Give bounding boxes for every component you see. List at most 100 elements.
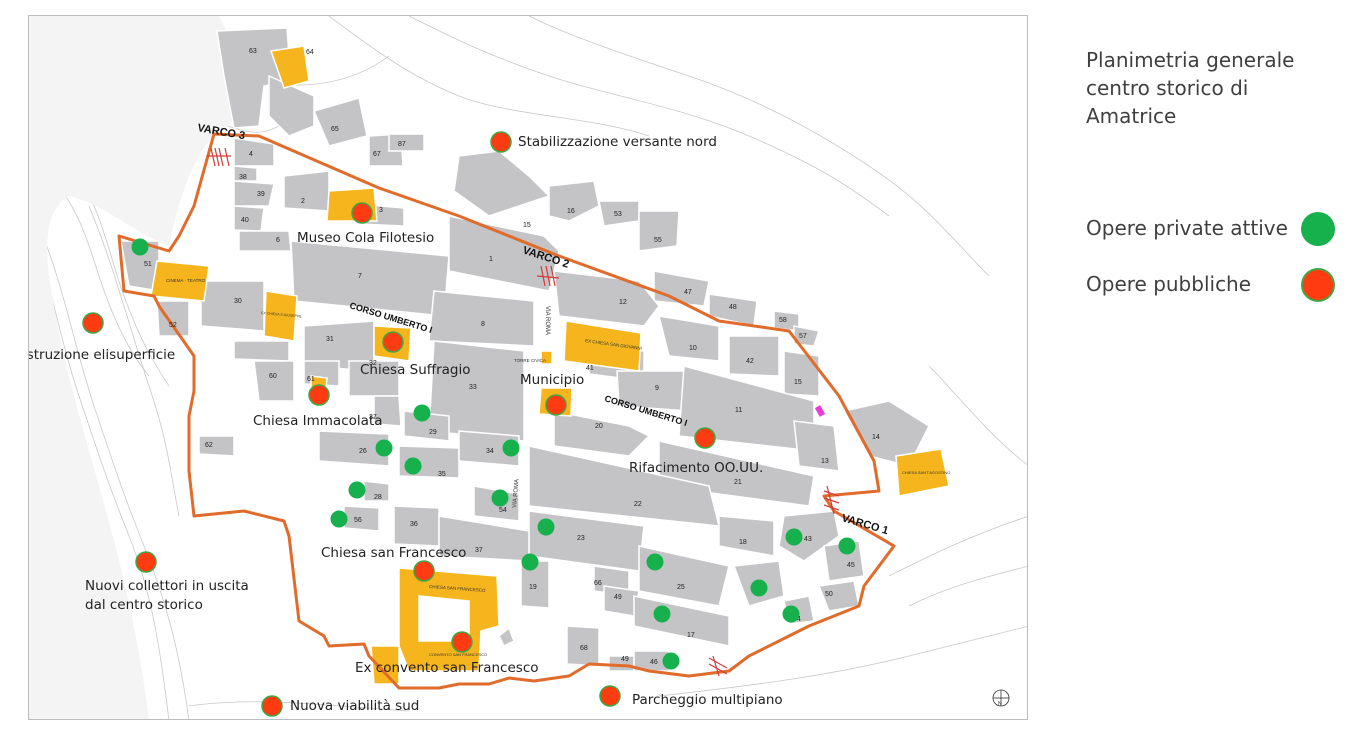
public-work-marker-3[interactable] xyxy=(382,331,404,353)
public-work-marker-4[interactable] xyxy=(308,384,330,406)
legend-green-dot-icon xyxy=(1301,212,1335,246)
site-label-stabilizzazione: Stabilizzazione versante nord xyxy=(518,134,717,150)
building-number-60: 49 xyxy=(614,594,622,601)
building-number-25: 52 xyxy=(169,322,177,329)
street-label-via-roma-north: VIA ROMA xyxy=(544,306,550,335)
private-work-marker-12[interactable] xyxy=(646,553,664,571)
building-number-42: 26 xyxy=(359,448,367,455)
map-title-line-1: Planimetria generale xyxy=(1086,48,1295,72)
legend-private-label: Opere private attive xyxy=(1086,216,1288,240)
hillside-area xyxy=(29,16,259,719)
gate-3-marker xyxy=(207,147,231,167)
gate-markers xyxy=(207,147,840,677)
building-number-40: 29 xyxy=(429,429,437,436)
gate-2-marker xyxy=(536,265,560,287)
building-number-19: 3 xyxy=(379,207,383,214)
building-number-57: 37 xyxy=(475,547,483,554)
public-work-marker-1[interactable] xyxy=(351,202,373,224)
site-label-chiesa-suffragio: Chiesa Suffragio xyxy=(360,362,470,378)
building-number-36: 15 xyxy=(794,379,802,386)
building-label-chiesa-sant-agostino: CHIESA SANT'AGOSTINO xyxy=(902,470,950,475)
private-work-marker-2[interactable] xyxy=(375,439,393,457)
building-number-67: 49 xyxy=(621,656,629,663)
legend-public-label: Opere pubbliche xyxy=(1086,272,1252,296)
private-work-marker-3[interactable] xyxy=(502,439,520,457)
public-work-marker-7[interactable] xyxy=(135,551,157,573)
building-number-1: 64 xyxy=(306,49,314,56)
building-number-31: 60 xyxy=(269,373,277,380)
building-number-29: 42 xyxy=(746,358,754,365)
map-title: Planimetria generale centro storico di A… xyxy=(1086,46,1336,130)
private-work-marker-10[interactable] xyxy=(838,537,856,555)
building-number-27: 8 xyxy=(481,321,485,328)
building-number-41: 62 xyxy=(205,442,213,449)
site-label-chiesa-immacolata: Chiesa Immacolata xyxy=(253,413,382,429)
building-number-37: 14 xyxy=(872,434,880,441)
public-work-marker-9[interactable] xyxy=(451,631,473,653)
public-work-marker-8[interactable] xyxy=(413,560,435,582)
building-number-17: 30 xyxy=(234,298,242,305)
building-number-6: 40 xyxy=(241,217,249,224)
map-title-line-3: Amatrice xyxy=(1086,104,1177,128)
building-number-12: 16 xyxy=(567,208,575,215)
map-frame: VARCO 3 VARCO 2 VARCO 1 CORSO UMBERTO I … xyxy=(28,15,1028,720)
building-blocks xyxy=(120,27,930,672)
building-number-0: 63 xyxy=(249,48,257,55)
building-number-45: 20 xyxy=(595,423,603,430)
private-work-marker-5[interactable] xyxy=(348,481,366,499)
building-number-48: 28 xyxy=(374,494,382,501)
public-work-marker-6[interactable] xyxy=(694,427,716,449)
building-label-convento-san-francesco: CONVENTO SAN FRANCESCO xyxy=(429,652,487,657)
public-work-marker-0[interactable] xyxy=(490,131,512,153)
building-number-43: 35 xyxy=(438,471,446,478)
private-work-marker-14[interactable] xyxy=(782,605,800,623)
private-work-marker-13[interactable] xyxy=(750,579,768,597)
building-number-39: 37 xyxy=(369,414,377,421)
site-label-parcheggio: Parcheggio multipiano xyxy=(632,692,783,708)
building-number-26: 31 xyxy=(326,336,334,343)
building-number-35: 9 xyxy=(655,385,659,392)
building-number-14: 55 xyxy=(654,237,662,244)
building-number-4: 38 xyxy=(239,174,247,181)
private-work-marker-11[interactable] xyxy=(521,553,539,571)
building-number-32: 61 xyxy=(307,376,315,383)
site-label-chiesa-san-francesco: Chiesa san Francesco xyxy=(321,545,466,561)
private-work-marker-1[interactable] xyxy=(413,404,431,422)
private-work-marker-15[interactable] xyxy=(653,605,671,623)
building-number-52: 54 xyxy=(499,507,507,514)
site-label-collettori-1: Nuovi collettori in uscita xyxy=(85,578,249,594)
private-works-markers xyxy=(131,238,856,670)
gate-label-1: VARCO 1 xyxy=(840,512,890,537)
building-number-50: 56 xyxy=(354,517,362,524)
building-number-2: 65 xyxy=(331,126,339,133)
building-label-chiesa-san-francesco: CHIESA SAN FRANCESCO xyxy=(429,584,486,593)
building-number-24: 12 xyxy=(619,299,627,306)
private-work-marker-9[interactable] xyxy=(785,528,803,546)
private-work-marker-4[interactable] xyxy=(404,457,422,475)
building-number-23: 57 xyxy=(799,333,807,340)
public-work-marker-2[interactable] xyxy=(82,312,104,334)
building-number-63: 50 xyxy=(825,591,833,598)
public-work-marker-10[interactable] xyxy=(261,695,283,717)
building-number-21: 48 xyxy=(729,304,737,311)
site-label-rifacimento: Rifacimento OO.UU. xyxy=(629,460,763,476)
private-work-marker-7[interactable] xyxy=(330,510,348,528)
building-number-61: 25 xyxy=(677,584,685,591)
site-label-nuova-viabilita: Nuova viabilità sud xyxy=(290,698,419,714)
building-number-16: 51 xyxy=(144,261,152,268)
private-work-marker-0[interactable] xyxy=(131,238,149,256)
building-number-49: 22 xyxy=(634,501,642,508)
building-number-34: 41 xyxy=(586,365,594,372)
private-work-marker-6[interactable] xyxy=(491,489,509,507)
private-work-marker-8[interactable] xyxy=(537,518,555,536)
public-buildings xyxy=(150,45,950,685)
building-number-55: 23 xyxy=(577,535,585,542)
site-label-ex-convento: Ex convento san Francesco xyxy=(355,660,539,676)
building-label-cinema-teatro: CINEMA · TEATRO xyxy=(166,278,206,283)
public-work-marker-11[interactable] xyxy=(599,685,621,707)
building-number-28: 10 xyxy=(689,345,697,352)
private-work-marker-16[interactable] xyxy=(662,652,680,670)
site-label-collettori-2: dal centro storico xyxy=(85,597,203,613)
building-number-22: 58 xyxy=(779,317,787,324)
public-work-marker-5[interactable] xyxy=(545,394,567,416)
